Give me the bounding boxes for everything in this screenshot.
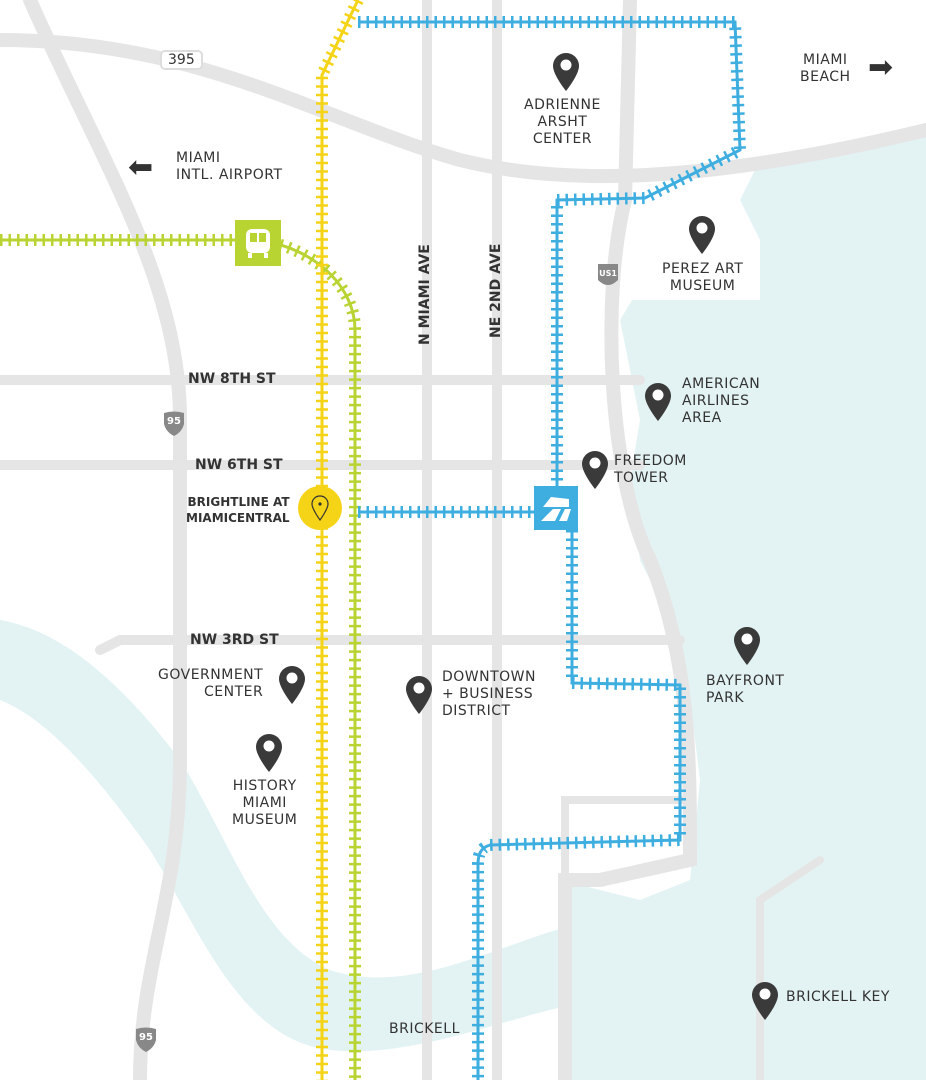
street-n-miami-ave: N MIAMI AVE <box>417 244 433 345</box>
i95-label: 95 <box>139 1032 153 1043</box>
pin-perez-icon[interactable] <box>689 216 715 254</box>
brightline-station-label: BRIGHTLINE AT MIAMICENTRAL <box>186 495 290 525</box>
perez-label: PEREZ ART MUSEUM <box>662 261 744 294</box>
i95-shield-icon: 95 <box>162 410 186 436</box>
pin-freedom-tower-icon[interactable] <box>582 451 608 489</box>
street-nw-6th: NW 6TH ST <box>195 457 283 473</box>
brickell-key-label: BRICKELL KEY <box>786 989 890 1005</box>
us1-label: US1 <box>599 269 617 278</box>
bayfront-label: BAYFRONT PARK <box>706 673 785 706</box>
downtown-label: DOWNTOWN + BUSINESS DISTRICT <box>442 669 537 719</box>
government-label: GOVERNMENT CENTER <box>158 667 264 700</box>
street-ne-2nd-ave: NE 2ND AVE <box>488 243 504 338</box>
airport-label: MIAMI INTL. AIRPORT <box>176 150 283 183</box>
aa-arena-label: AMERICAN AIRLINES AREA <box>682 376 761 426</box>
pin-history-icon[interactable] <box>256 734 282 772</box>
brickell-label: BRICKELL <box>389 1021 460 1037</box>
freedom-tower-label: FREEDOM TOWER <box>614 453 687 486</box>
miami-beach-label: MIAMI BEACH <box>800 52 851 85</box>
arsht-label: ADRIENNE ARSHT CENTER <box>524 97 601 147</box>
pin-government-icon[interactable] <box>279 666 305 704</box>
arrow-left-icon: ⬅ <box>128 150 154 185</box>
i95-label: 95 <box>167 416 181 427</box>
i95-shield-icon: 95 <box>134 1026 158 1052</box>
us1-shield-icon: US1 <box>596 262 620 288</box>
street-nw-3rd: NW 3RD ST <box>190 632 279 648</box>
metromover-line <box>358 16 747 1080</box>
metrorail-station-icon[interactable] <box>235 220 281 266</box>
street-nw-8th: NW 8TH ST <box>188 371 276 387</box>
highway-395-shield: 395 <box>160 50 203 70</box>
history-label: HISTORY MIAMI MUSEUM <box>232 778 298 828</box>
metromover-station-icon[interactable] <box>534 486 578 530</box>
arrow-right-icon: ➡ <box>868 50 894 85</box>
pin-arsht-icon[interactable] <box>553 53 579 91</box>
brightline-station-icon[interactable] <box>298 486 342 530</box>
brightline-line <box>316 0 364 1080</box>
